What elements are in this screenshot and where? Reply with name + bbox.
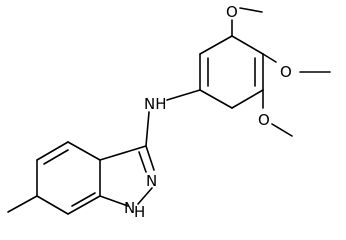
bond-ar2-ar3: [199, 35, 233, 55]
bond-c7-c7a-inner: [71, 192, 96, 207]
atom-labels: NH N N H O O O: [124, 3, 292, 221]
bond-c3-n2: [145, 145, 155, 171]
bond-ar4-o-right: [262, 53, 277, 63]
chemical-structure: NH N N H O O O: [7, 3, 331, 221]
bond-c3a-c3: [99, 145, 147, 161]
bond-c3-n2-inner: [138, 151, 147, 173]
label-o-bottom: O: [258, 111, 270, 129]
bond-c6-c7: [36, 195, 69, 215]
bond-c4-c5: [36, 141, 69, 161]
bond-c3-nh: [145, 111, 150, 147]
bond-c4-c5-inner: [43, 149, 69, 165]
label-nh-linker: NH: [144, 95, 167, 113]
label-n1: N: [124, 199, 135, 217]
label-n2: N: [146, 172, 157, 190]
bond-o-top-me: [239, 7, 263, 13]
bond-n2-n1: [137, 187, 153, 205]
bond-ar5-ar6: [231, 89, 264, 109]
bond-o-bottom-me: [271, 123, 293, 137]
label-n1-h: H: [134, 203, 145, 221]
bond-nh-aryl: [166, 89, 201, 101]
bond-ar3-ar4: [231, 35, 264, 55]
bond-c7-c7a: [67, 195, 101, 215]
bond-ar6-ar1: [199, 89, 233, 109]
label-o-top: O: [226, 3, 238, 21]
label-o-right: O: [280, 63, 292, 81]
bonds: [7, 7, 331, 215]
bond-n1-c7a: [99, 195, 129, 207]
bond-methyl: [7, 195, 38, 213]
bond-c3a-c4: [67, 141, 101, 161]
